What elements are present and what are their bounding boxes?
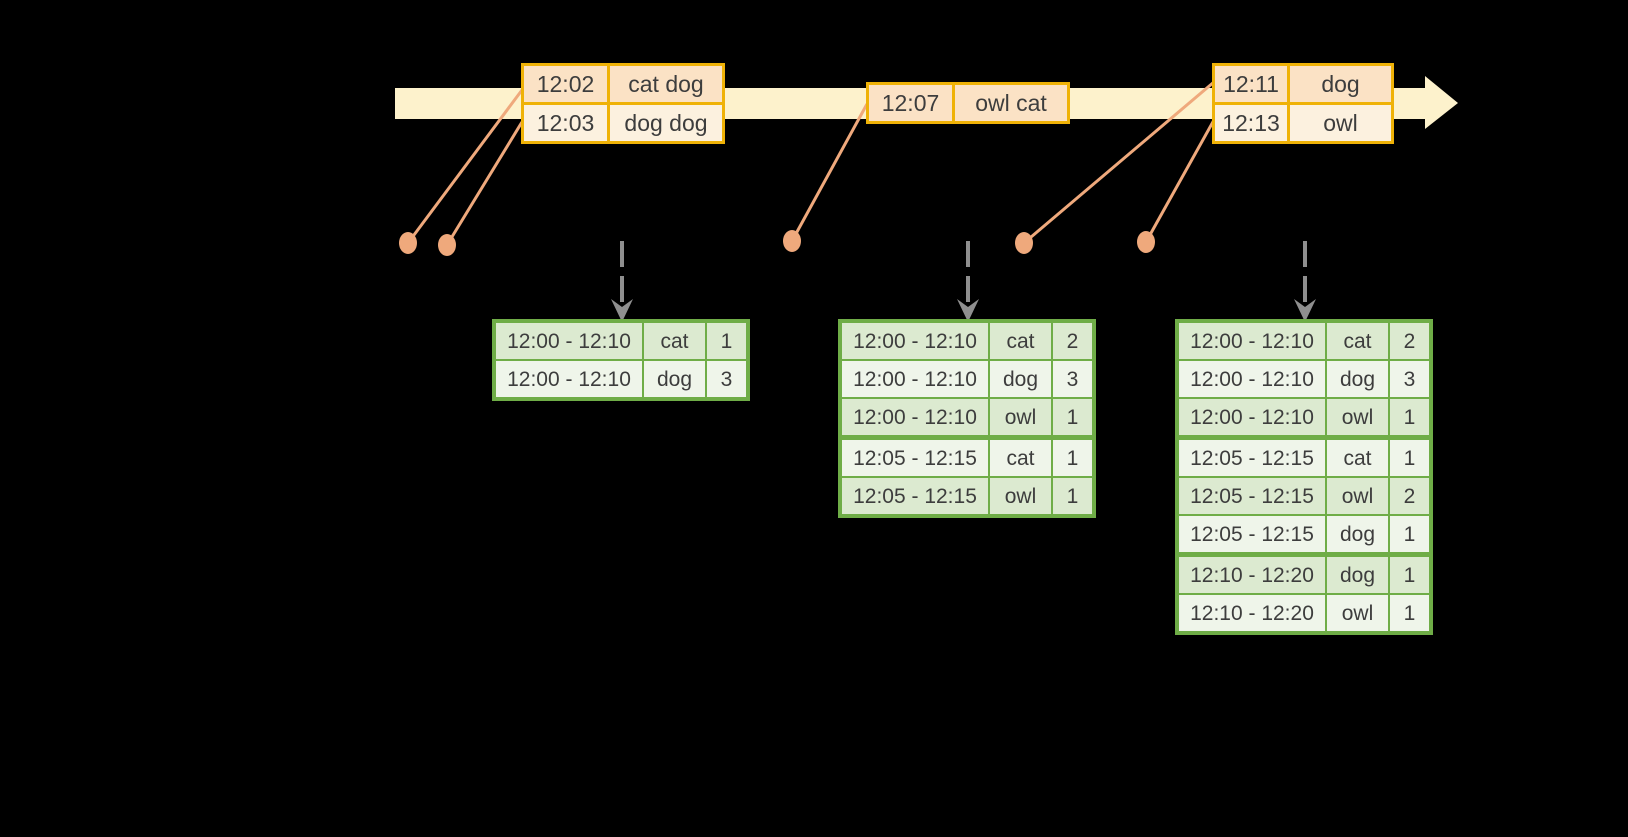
event-time-cell: 12:11 [1215, 66, 1287, 102]
count-cell: 1 [707, 323, 746, 359]
word-cell: cat [990, 440, 1051, 476]
event-time-cell: 12:03 [524, 105, 607, 141]
word-cell: owl [990, 399, 1051, 435]
window-group: 12:00 - 12:10 cat 2 12:00 - 12:10 dog 3 … [842, 323, 1092, 435]
word-cell: owl [1327, 478, 1388, 514]
event-words-cell: owl cat [955, 85, 1067, 121]
event-dot-icon [1137, 231, 1155, 253]
event-time-cell: 12:02 [524, 66, 607, 102]
connector-line [406, 89, 524, 244]
timeline-arrowhead-icon [1425, 76, 1458, 129]
count-cell: 1 [1390, 557, 1429, 593]
window-cell: 12:05 - 12:15 [842, 478, 988, 514]
event-row: 12:11 dog [1215, 66, 1391, 102]
event-table-batch-2: 12:07 owl cat [866, 82, 1070, 124]
event-row: 12:13 owl [1215, 105, 1391, 141]
word-cell: dog [644, 361, 705, 397]
down-arrow-icon [1294, 299, 1316, 322]
word-cell: dog [1327, 557, 1388, 593]
result-table-3: 12:00 - 12:10 cat 2 12:00 - 12:10 dog 3 … [1175, 319, 1433, 635]
count-cell: 1 [1390, 399, 1429, 435]
window-cell: 12:10 - 12:20 [1179, 557, 1325, 593]
event-time-cell: 12:13 [1215, 105, 1287, 141]
trigger-arrows [620, 241, 1307, 303]
word-cell: cat [1327, 440, 1388, 476]
word-cell: owl [1327, 595, 1388, 631]
window-group: 12:00 - 12:10 cat 2 12:00 - 12:10 dog 3 … [1179, 323, 1429, 435]
event-dot-icon [1015, 232, 1033, 254]
window-group: 12:05 - 12:15 cat 1 12:05 - 12:15 owl 2 … [1179, 440, 1429, 552]
down-arrow-icon [611, 299, 633, 322]
count-cell: 3 [1390, 361, 1429, 397]
count-cell: 1 [1053, 478, 1092, 514]
word-cell: dog [1327, 516, 1388, 552]
event-dot-icon [399, 232, 417, 254]
window-cell: 12:10 - 12:20 [1179, 595, 1325, 631]
count-cell: 2 [1390, 478, 1429, 514]
trigger-arrowheads [611, 299, 1316, 322]
result-table-2: 12:00 - 12:10 cat 2 12:00 - 12:10 dog 3 … [838, 319, 1096, 518]
word-cell: dog [1327, 361, 1388, 397]
window-cell: 12:00 - 12:10 [1179, 399, 1325, 435]
window-group: 12:00 - 12:10 cat 1 12:00 - 12:10 dog 3 [496, 323, 746, 397]
window-cell: 12:00 - 12:10 [496, 361, 642, 397]
event-time-cell: 12:07 [869, 85, 952, 121]
event-row: 12:02 cat dog [524, 66, 722, 102]
result-table-1: 12:00 - 12:10 cat 1 12:00 - 12:10 dog 3 [492, 319, 750, 401]
count-cell: 1 [1053, 440, 1092, 476]
word-cell: cat [990, 323, 1051, 359]
window-cell: 12:05 - 12:15 [1179, 516, 1325, 552]
event-dot-icon [783, 230, 801, 252]
event-table-batch-1: 12:02 cat dog 12:03 dog dog [521, 63, 725, 144]
window-group: 12:05 - 12:15 cat 1 12:05 - 12:15 owl 1 [842, 440, 1092, 514]
window-cell: 12:00 - 12:10 [842, 323, 988, 359]
count-cell: 3 [1053, 361, 1092, 397]
word-cell: cat [1327, 323, 1388, 359]
event-row: 12:03 dog dog [524, 105, 722, 141]
down-arrow-icon [957, 299, 979, 322]
window-cell: 12:00 - 12:10 [842, 399, 988, 435]
count-cell: 1 [1390, 595, 1429, 631]
count-cell: 1 [1390, 440, 1429, 476]
count-cell: 1 [1053, 399, 1092, 435]
window-cell: 12:00 - 12:10 [842, 361, 988, 397]
event-row: 12:07 owl cat [869, 85, 1067, 121]
event-words-cell: owl [1290, 105, 1391, 141]
word-cell: owl [990, 478, 1051, 514]
window-group: 12:10 - 12:20 dog 1 12:10 - 12:20 owl 1 [1179, 557, 1429, 631]
connector-line [1144, 119, 1216, 243]
event-words-cell: dog [1290, 66, 1391, 102]
connector-line [1023, 80, 1215, 245]
window-cell: 12:05 - 12:15 [1179, 440, 1325, 476]
word-cell: dog [990, 361, 1051, 397]
window-cell: 12:05 - 12:15 [842, 440, 988, 476]
connector-line [445, 121, 524, 246]
count-cell: 2 [1390, 323, 1429, 359]
count-cell: 3 [707, 361, 746, 397]
count-cell: 2 [1053, 323, 1092, 359]
event-dots [399, 230, 1155, 256]
event-dot-icon [438, 234, 456, 256]
event-connector-lines [406, 80, 1216, 246]
window-cell: 12:00 - 12:10 [1179, 323, 1325, 359]
window-cell: 12:00 - 12:10 [1179, 361, 1325, 397]
event-words-cell: cat dog [610, 66, 722, 102]
event-table-batch-3: 12:11 dog 12:13 owl [1212, 63, 1394, 144]
window-cell: 12:05 - 12:15 [1179, 478, 1325, 514]
word-cell: cat [644, 323, 705, 359]
window-cell: 12:00 - 12:10 [496, 323, 642, 359]
connector-line [790, 103, 869, 242]
event-words-cell: dog dog [610, 105, 722, 141]
word-cell: owl [1327, 399, 1388, 435]
count-cell: 1 [1390, 516, 1429, 552]
